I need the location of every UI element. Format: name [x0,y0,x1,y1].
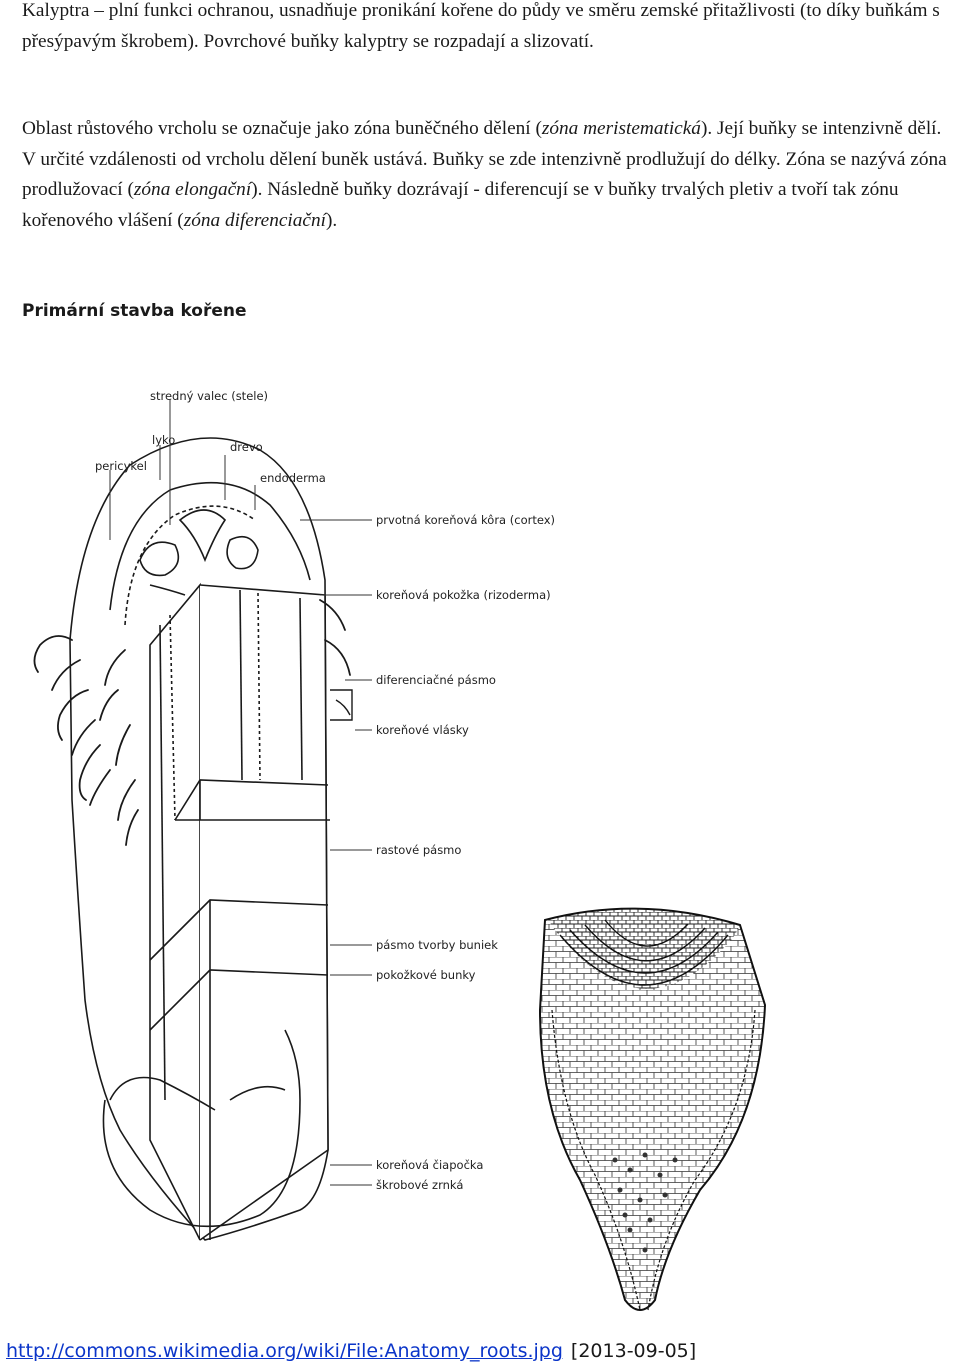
label-endodermis: endoderma [260,471,326,485]
root-cap-outline [102,1029,301,1228]
label-starch-grains: škrobové zrnká [376,1178,463,1192]
label-phloem: lyko [152,433,175,447]
label-xylem: drevo [230,440,263,454]
paragraph-zones: Oblast růstového vrcholu se označuje jak… [22,114,952,236]
label-growth-zone: rastové pásmo [376,843,461,857]
label-epidermal-cells: pokožkové bunky [376,968,476,982]
zones-italic-differentiation: zóna diferenciační [183,209,326,231]
zones-text-1: Oblast růstového vrcholu se označuje jak… [22,118,542,139]
root-3d-drawing [69,437,330,1241]
zones-text-4: ). [325,209,338,231]
cut-front-right [199,584,329,1241]
label-root-cap: koreňová čiapočka [376,1158,483,1172]
label-meristem-zone: pásmo tvorby buniek [376,938,498,952]
label-pericycle: pericykel [95,459,147,473]
paragraph-kalyptra-text: Kalyptra – plní funkci ochranou, usnadňu… [22,0,940,52]
zones-italic-meristematic: zóna meristematická [541,118,701,139]
label-cortex: prvotná koreňová kôra (cortex) [376,513,555,527]
zones-italic-elongation: zóna elongační [133,179,252,200]
label-rhizodermis: koreňová pokožka (rizoderma) [376,588,551,602]
root-hairs [33,599,351,846]
root-tip-micrograph [538,907,767,1311]
paragraph-kalyptra: Kalyptra – plní funkci ochranou, usnadňu… [22,0,952,57]
root-outer-outline [69,437,329,1241]
label-root-hairs: koreňové vlásky [376,723,469,737]
label-differentiation-zone: diferenciačné pásmo [376,673,496,687]
source-link[interactable]: http://commons.wikimedia.org/wiki/File:A… [6,1340,563,1362]
cut-front-left [149,582,201,1241]
root-anatomy-figure: stredný valec (stele) lyko drevo pericyk… [33,389,767,1311]
zones-text-2: ). Její buňky se intenzivně dělí. V urči… [22,118,947,200]
label-stele: stredný valec (stele) [150,389,268,403]
source-citation: http://commons.wikimedia.org/wiki/File:A… [6,1340,696,1362]
zones-text-3: ). Následně buňky dozrávají - diferencuj… [22,179,899,231]
section-heading: Primární stavba kořene [22,301,247,321]
source-date: [2013-09-05] [570,1340,697,1362]
leader-lines [109,400,372,1186]
root-hair-detail [330,689,353,721]
